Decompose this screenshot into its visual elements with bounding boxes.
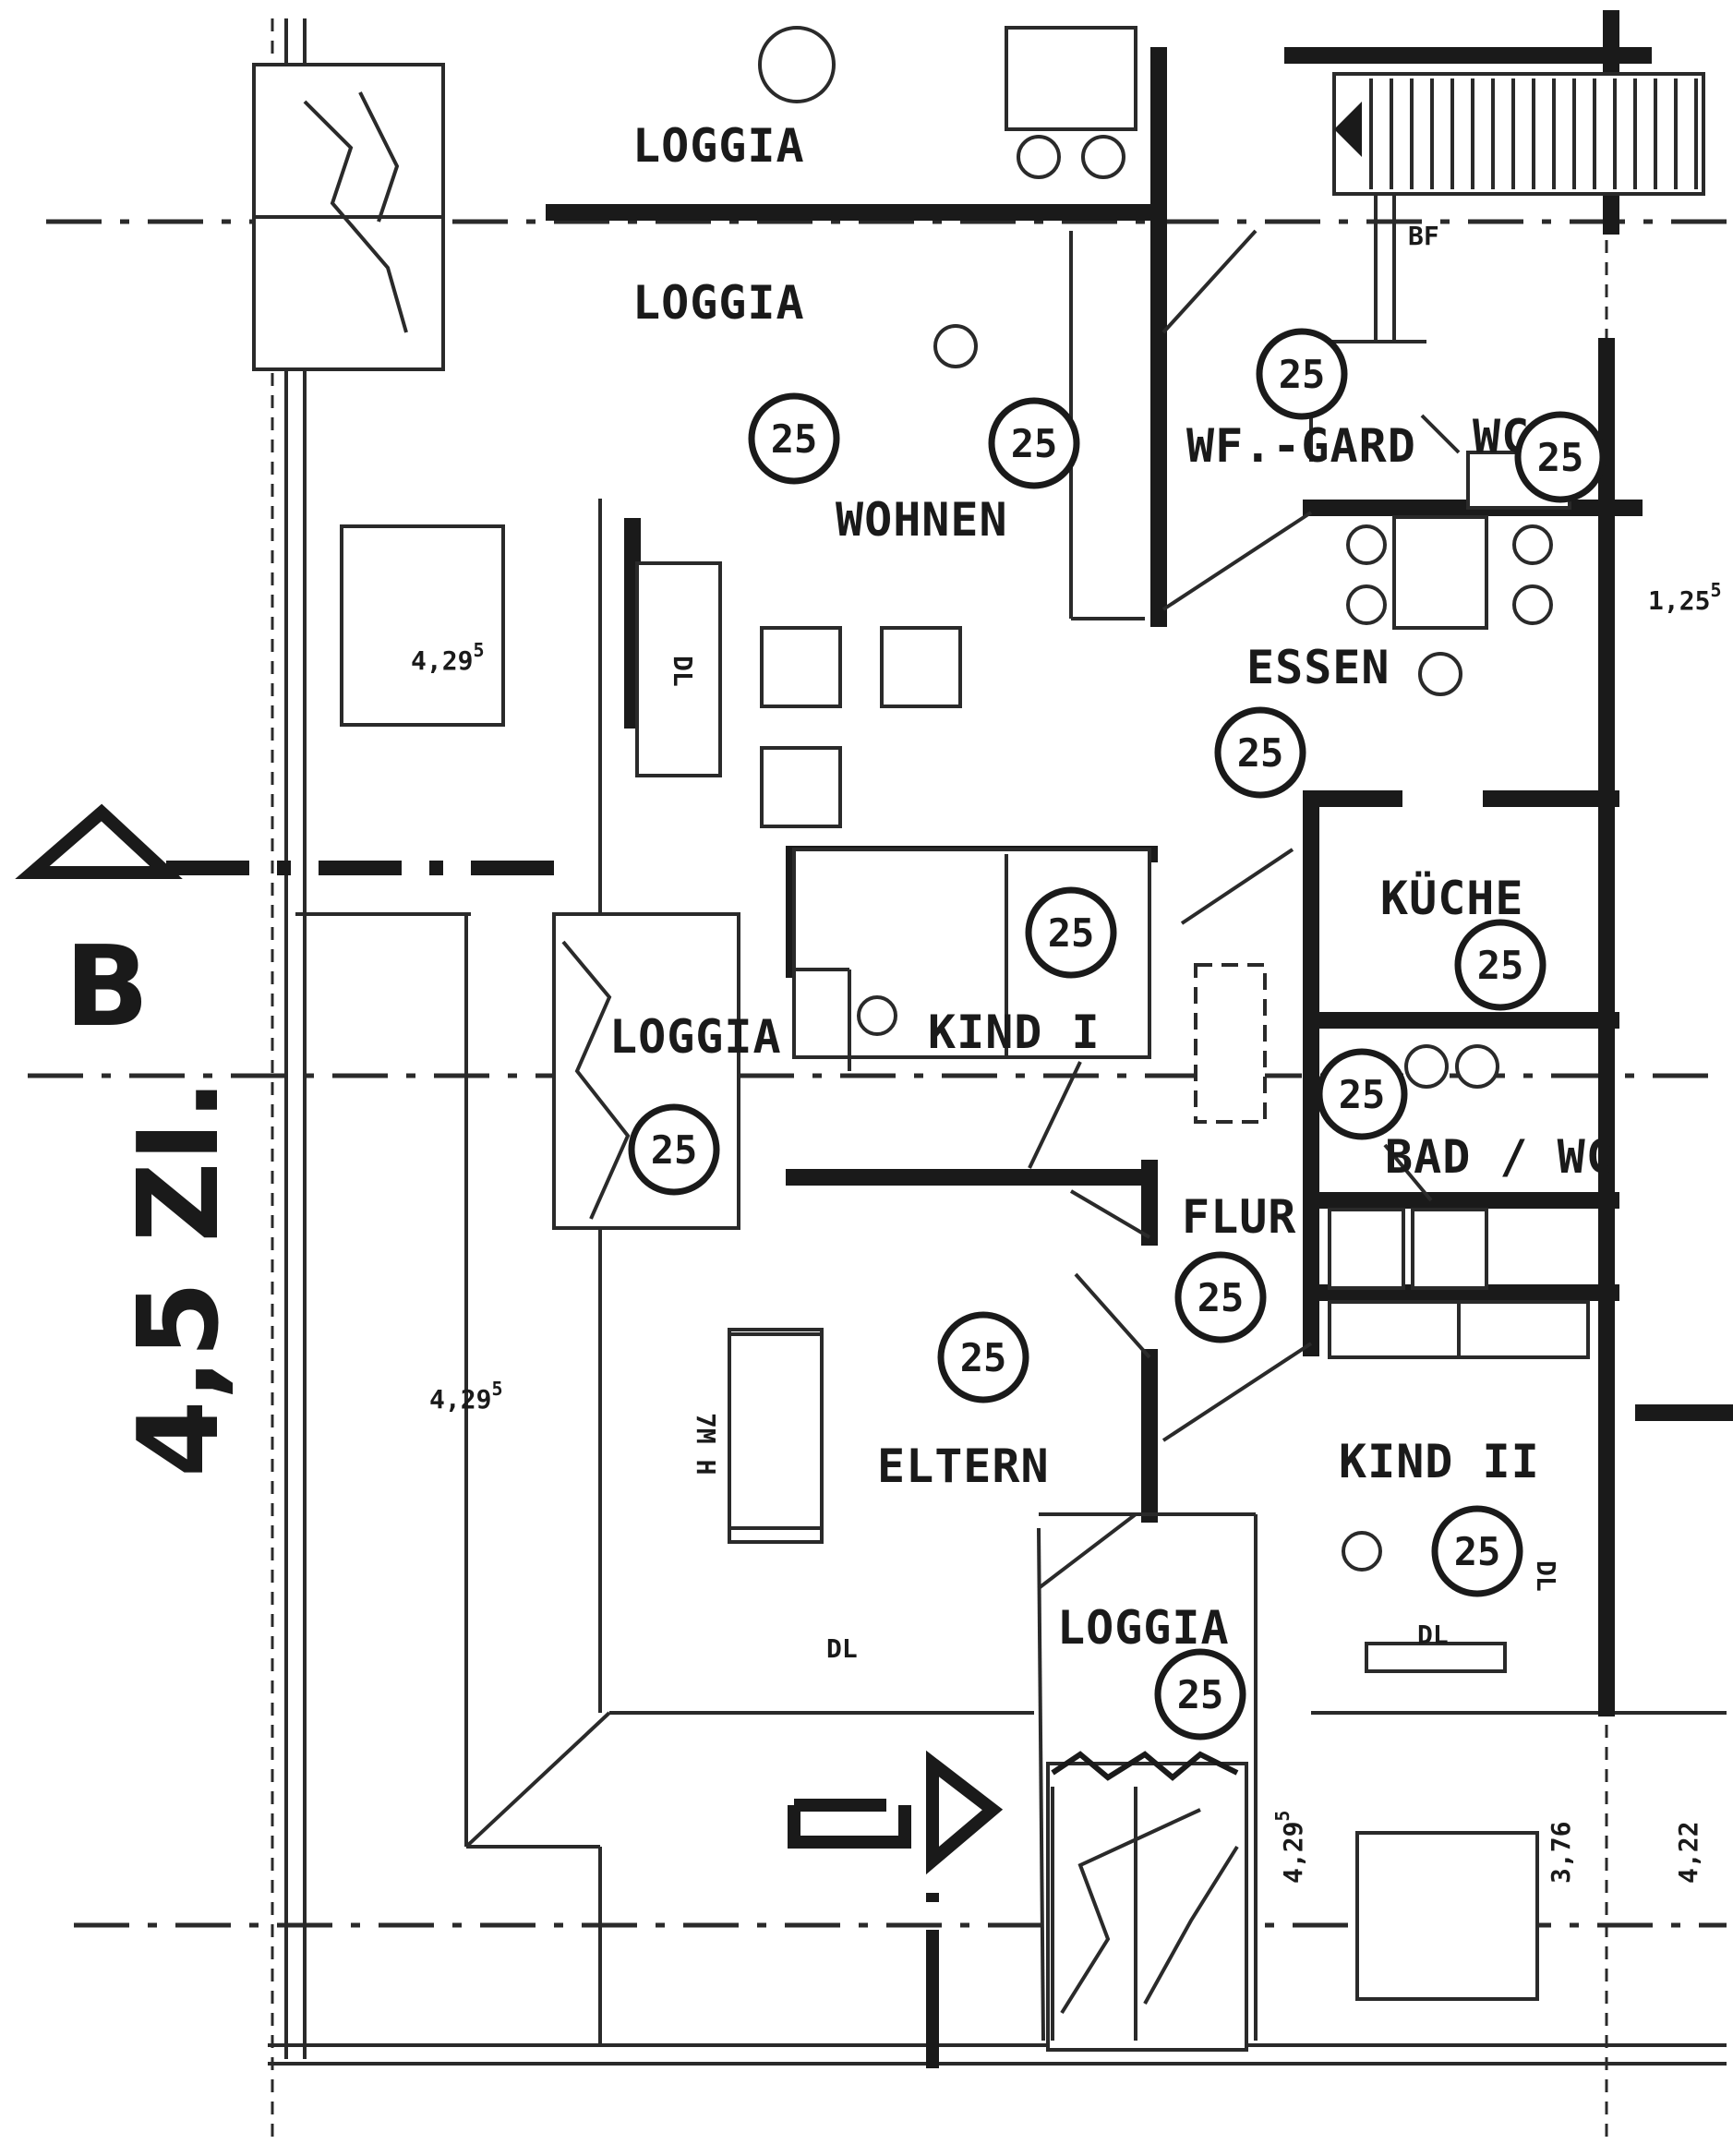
- room-label-loggia-4: LOGGIA: [1057, 1601, 1230, 1655]
- room-label-kind2: KIND II: [1339, 1435, 1540, 1488]
- height-marker-label: 25: [1537, 435, 1584, 480]
- height-marker-label: 25: [1177, 1672, 1224, 1717]
- height-marker-label: 25: [1237, 730, 1284, 776]
- dimension-labels: 4,295 4,295 4,295 1,255 3,76 4,22 BF DL …: [411, 221, 1721, 1884]
- height-marker-label: 25: [1454, 1529, 1501, 1574]
- height-marker-label: 25: [1048, 910, 1095, 956]
- note-bf: BF: [1408, 221, 1439, 251]
- section-letter: B: [65, 923, 149, 1052]
- height-markers: 25 25 25 25 25 25 25 25 25 25 25 25 25: [628, 328, 1607, 1740]
- height-marker: 25: [1025, 886, 1117, 979]
- height-marker: 25: [1214, 706, 1306, 799]
- balcony-railing: [252, 63, 445, 371]
- room-label-wohnen: WOHNEN: [836, 493, 1008, 547]
- height-marker: 25: [1154, 1648, 1246, 1740]
- room-label-wf-gard: WF.-GARD: [1186, 419, 1416, 473]
- height-marker-label: 25: [771, 416, 818, 462]
- dimension-label: 4,295: [429, 1378, 502, 1415]
- dimension-label: 4,295: [411, 639, 484, 676]
- height-marker: 25: [1256, 328, 1348, 420]
- note-dl: DL: [668, 656, 698, 687]
- note-dl: DL: [1417, 1620, 1449, 1650]
- section-marker: [15, 803, 554, 879]
- furniture: [340, 26, 1590, 2001]
- room-label-essen: ESSEN: [1246, 641, 1390, 694]
- room-label-loggia-2: LOGGIA: [632, 276, 805, 330]
- height-marker: 25: [1316, 1048, 1408, 1140]
- room-label-eltern: ELTERN: [877, 1439, 1050, 1493]
- height-marker: 25: [628, 1103, 720, 1196]
- room-label-flur: FLUR: [1182, 1190, 1296, 1244]
- dimension-label: 4,22: [1673, 1822, 1703, 1884]
- dimension-label: 3,76: [1546, 1822, 1576, 1884]
- height-marker: 25: [1174, 1251, 1267, 1343]
- height-marker: 25: [937, 1311, 1029, 1403]
- note-dl: DL: [826, 1633, 858, 1664]
- unit-label: 4,5 ZI.: [115, 1078, 244, 1477]
- height-marker: 25: [1431, 1505, 1523, 1597]
- height-marker-label: 25: [1197, 1275, 1245, 1320]
- height-marker-label: 25: [960, 1335, 1007, 1380]
- height-marker-label: 25: [1339, 1072, 1386, 1117]
- room-labels: LOGGIA LOGGIA WOHNEN WF.-GARD WC ESSEN K…: [609, 119, 1615, 1655]
- height-marker: 25: [1514, 411, 1607, 503]
- entrance-arrow: [788, 1750, 1004, 2078]
- dimension-label: 4,295: [1271, 1811, 1308, 1884]
- height-marker: 25: [1454, 919, 1546, 1011]
- room-label-loggia-1: LOGGIA: [632, 119, 805, 173]
- stair: [1332, 72, 1705, 196]
- height-marker-label: 25: [651, 1127, 698, 1173]
- note-wmh: 7M H: [691, 1413, 721, 1475]
- room-label-bad-wc: BAD / WC: [1385, 1130, 1615, 1184]
- room-label-loggia-3: LOGGIA: [609, 1010, 782, 1064]
- note-dl: DL: [1531, 1560, 1561, 1592]
- height-marker-label: 25: [1477, 943, 1524, 988]
- height-marker: 25: [748, 392, 840, 485]
- room-label-kueche: KÜCHE: [1380, 871, 1524, 925]
- room-label-kind1: KIND I: [928, 1006, 1101, 1059]
- height-marker-label: 25: [1011, 421, 1058, 466]
- dimension-label: 1,255: [1648, 579, 1721, 616]
- height-marker: 25: [988, 397, 1080, 489]
- height-marker-label: 25: [1279, 352, 1326, 397]
